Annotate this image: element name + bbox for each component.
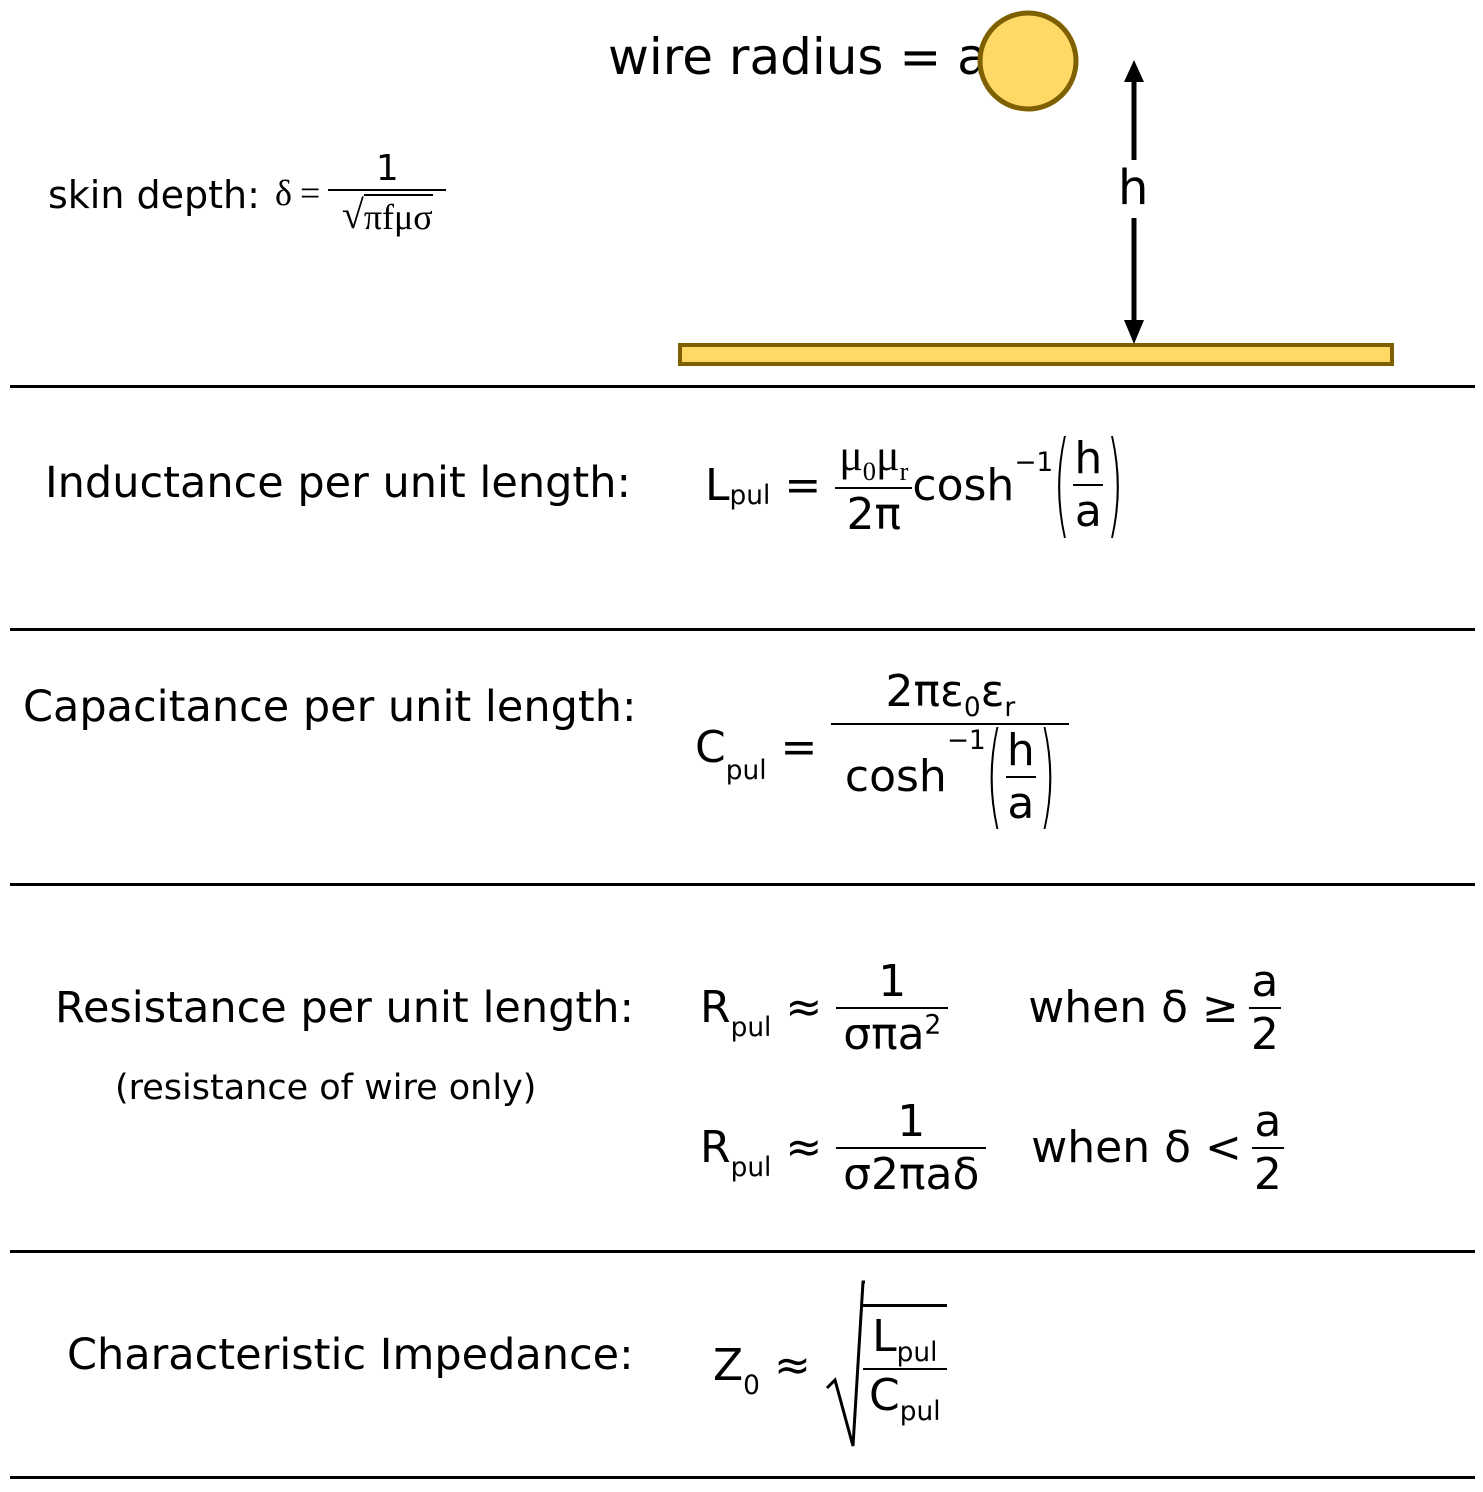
skin-depth-formula: δ = 1 √ πfμσ [275,148,447,238]
fraction-denominator: √ πfμσ [341,192,433,237]
inductance-label: Inductance per unit length: [45,458,631,508]
ground-plane [678,343,1394,366]
sqrt-icon [825,1280,865,1447]
skin-depth-symbol: δ [275,173,292,213]
divider [10,385,1475,388]
capacitance-label: Capacitance per unit length: [23,682,637,732]
inductance-coefficient: μ0μr 2π [835,430,913,540]
equals-sign: = [299,173,321,213]
divider [10,628,1475,631]
skin-depth-label: skin depth: [48,173,260,217]
fraction-numerator: 1 [375,148,399,189]
resistance-sublabel: (resistance of wire only) [115,1068,537,1108]
wire-radius-label: wire radius = a [608,28,988,86]
wire-cross-section [977,10,1079,112]
height-label: h [1118,160,1149,216]
sqrt-icon: √ [341,192,364,237]
divider [10,1476,1475,1479]
diagram-graphic [678,10,1394,366]
height-arrow-icon [1124,60,1144,344]
skin-depth-fraction: 1 √ πfμσ [328,148,447,238]
impedance-label: Characteristic Impedance: [67,1330,634,1380]
divider [10,1250,1475,1253]
divider [10,883,1475,886]
resistance-label: Resistance per unit length: [55,983,635,1033]
h-over-a: h a [1073,433,1104,537]
